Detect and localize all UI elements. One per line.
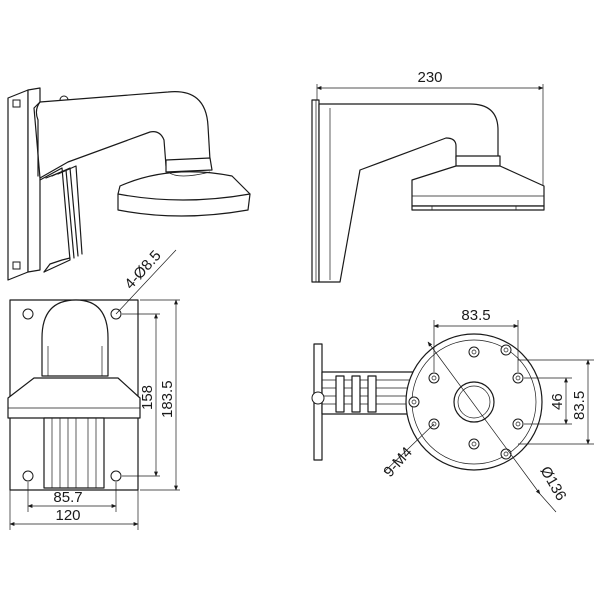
dim-230: 230 bbox=[417, 69, 442, 86]
dim-hole-spec: 4-Ø8.5 bbox=[121, 247, 164, 292]
front-view: 4-Ø8.5 158 183.5 85.7 120 bbox=[7, 247, 180, 530]
dim-base-46: 46 bbox=[549, 393, 566, 410]
dim-158: 158 bbox=[139, 385, 156, 410]
isometric-view bbox=[7, 87, 251, 281]
dim-screws-9-m4: 9-M4 bbox=[380, 444, 416, 481]
dim-base-v-83-5: 83.5 bbox=[571, 391, 588, 420]
dim-diameter-136: Ø136 bbox=[537, 464, 570, 504]
base-view: 83.5 46 83.5 9-M4 Ø136 bbox=[311, 307, 594, 513]
side-view: 230 bbox=[311, 69, 545, 283]
dim-85-7: 85.7 bbox=[53, 489, 82, 506]
dim-base-83-5: 83.5 bbox=[461, 307, 490, 324]
dim-120: 120 bbox=[55, 507, 80, 524]
dim-183-5: 183.5 bbox=[159, 380, 176, 418]
